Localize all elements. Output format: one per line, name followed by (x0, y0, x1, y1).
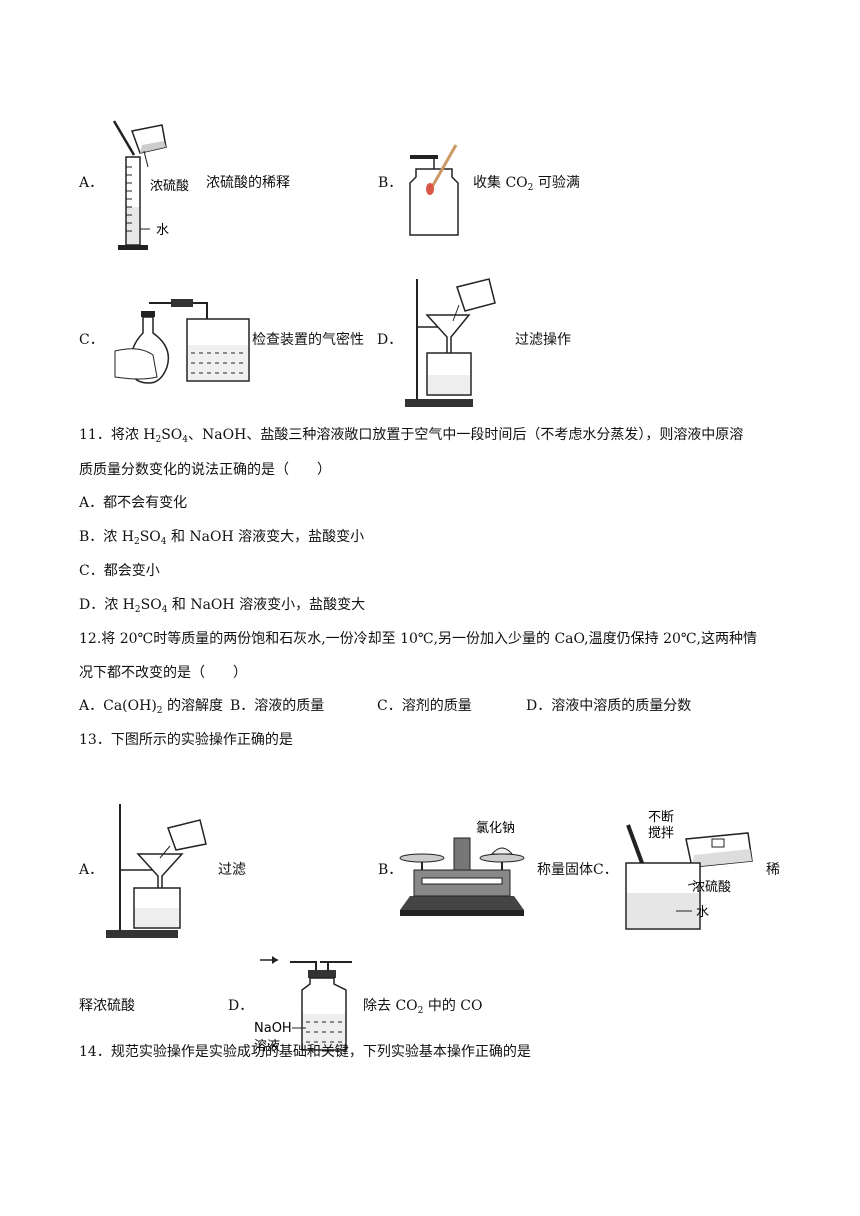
q10-option-b-caption: 收集 CO2 可验满 (473, 175, 580, 193)
q13-d-naoh-label: NaOH (254, 1021, 292, 1036)
q13-c-stir-label-2: 搅拌 (648, 825, 674, 841)
q13-figure-c-dilution: 不断 搅拌 浓硫酸 水 (616, 805, 762, 935)
q13-option-c-letter: C． (593, 862, 618, 878)
q13-stem: 13．下图所示的实验操作正确的是 (79, 732, 293, 748)
q10-option-d-caption: 过滤操作 (515, 332, 571, 348)
q12-option-b: B．溶液的质量 (230, 698, 325, 714)
q10-option-b-letter: B． (378, 175, 403, 191)
q13-d-solution-label: 溶液 (254, 1039, 280, 1054)
q13-c-water-label: 水 (696, 905, 709, 920)
q13-option-c-caption-tail: 稀 (766, 862, 780, 878)
q10-figure-d-filter (403, 275, 503, 409)
q12-stem-line2: 况下都不改变的是（ ） (79, 665, 247, 681)
q10-a-acid-label: 浓硫酸 (150, 179, 189, 194)
q10-option-a-caption: 浓硫酸的稀释 (206, 175, 290, 191)
q10-figure-c-airtightness (111, 289, 253, 385)
q13-c-acid-label: 浓硫酸 (692, 880, 731, 895)
q10-figure-a-dilution: 浓硫酸 水 (106, 117, 210, 257)
q11-stem-line1: 11．将浓 H2SO4、NaOH、盐酸三种溶液敞口放置于空气中一段时间后（不考虑… (79, 427, 744, 445)
q13-option-d-letter: D． (228, 998, 254, 1014)
q12-stem-line1: 12.将 20℃时等质量的两份饱和石灰水,一份冷却至 10℃,另一份加入少量的 … (79, 631, 758, 647)
q13-option-d-caption: 除去 CO2 中的 CO (363, 998, 483, 1016)
q13-option-b-letter: B． (378, 862, 403, 878)
q13-option-b-caption: 称量固体 (537, 862, 593, 878)
q13-figure-b-balance: 氯化钠 (396, 808, 528, 920)
q10-a-water-label: 水 (156, 223, 169, 238)
q13-b-nacl-label: 氯化钠 (476, 821, 515, 836)
q11-option-b: B．浓 H2SO4 和 NaOH 溶液变大，盐酸变小 (79, 529, 365, 547)
q11-option-c: C．都会变小 (79, 563, 160, 579)
q13-option-a-caption: 过滤 (218, 862, 246, 878)
q11-option-a: A．都不会有变化 (79, 495, 188, 511)
q13-option-c-caption-cont: 释浓硫酸 (79, 998, 135, 1014)
q10-option-c-caption: 检查装置的气密性 (252, 332, 364, 348)
q10-figure-b-collect-co2 (406, 143, 462, 237)
q13-c-stir-label-1: 不断 (648, 810, 674, 825)
q11-stem-line2: 质质量分数变化的说法正确的是（ ） (79, 462, 331, 478)
q13-option-a-letter: A． (79, 862, 104, 878)
q10-option-c-letter: C． (79, 332, 104, 348)
q10-option-a-letter: A． (79, 175, 104, 191)
q12-option-a: A．Ca(OH)2 的溶解度 (79, 698, 223, 716)
q10-option-d-letter: D． (377, 332, 403, 348)
q11-option-d: D．浓 H2SO4 和 NaOH 溶液变小，盐酸变大 (79, 597, 366, 615)
q12-option-c: C．溶剂的质量 (377, 698, 472, 714)
q13-figure-a-filter (104, 800, 212, 942)
q13-figure-d-gas-wash: NaOH 溶液 (252, 950, 358, 1058)
q12-option-d: D．溶液中溶质的质量分数 (526, 698, 692, 714)
q14-stem: 14．规范实验操作是实验成功的基础和关键，下列实验基本操作正确的是 (79, 1044, 531, 1060)
